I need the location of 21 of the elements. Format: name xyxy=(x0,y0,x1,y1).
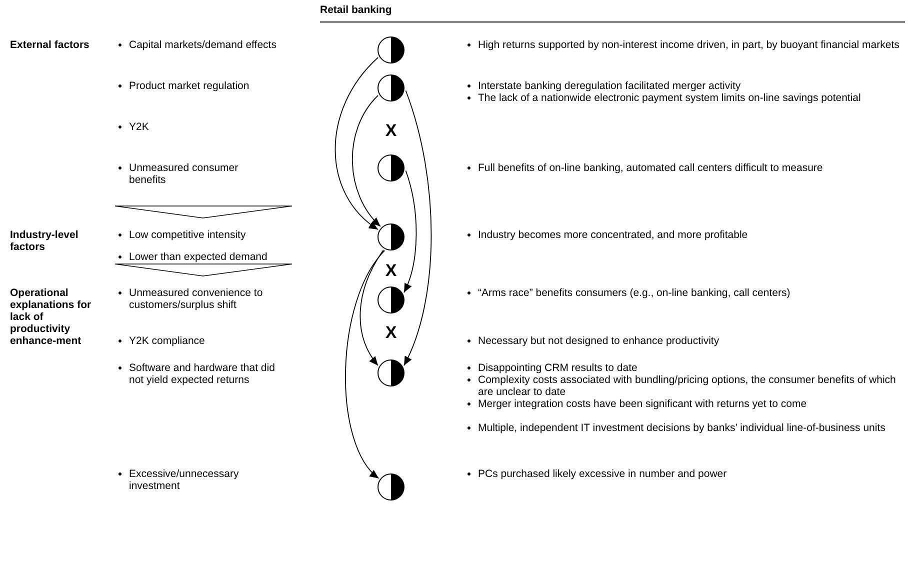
arrow xyxy=(404,170,417,293)
arrow xyxy=(334,57,378,230)
arrow xyxy=(345,250,386,479)
factor-text: Capital markets/demand effects xyxy=(117,39,277,51)
half-filled-circle xyxy=(377,36,405,64)
section-heading: External factors xyxy=(10,39,90,51)
half-filled-circle xyxy=(377,286,405,314)
half-filled-circle xyxy=(377,359,405,387)
half-filled-circle xyxy=(377,74,405,102)
no-impact-mark: X xyxy=(384,122,398,140)
arrow xyxy=(360,250,384,366)
section-heading: Operational explanations for lack of productivity enhance-ment xyxy=(10,287,92,347)
half-filled-circle xyxy=(377,223,405,251)
no-impact-mark: X xyxy=(384,262,398,280)
column-heading: Retail banking xyxy=(320,4,393,16)
arrow xyxy=(352,95,381,227)
section-heading: Industry-level factors xyxy=(10,229,80,253)
half-filled-circle xyxy=(377,154,405,182)
arrow xyxy=(404,90,432,366)
half-filled-circle xyxy=(377,473,405,501)
no-impact-mark: X xyxy=(384,324,398,342)
